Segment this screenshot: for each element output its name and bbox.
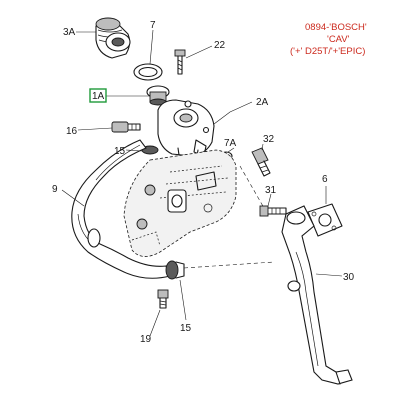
part-30-coolant-pipe (281, 205, 353, 385)
label-32: 32 (263, 134, 275, 145)
part-19-drain-plug (157, 289, 169, 309)
part-16-temp-sender (111, 121, 141, 133)
label-31: 31 (265, 185, 277, 196)
label-6: 6 (322, 174, 328, 185)
part-7-seal-ring (133, 63, 163, 81)
callout-labels: 3A 7 22 1A 2A 16 15 7A 32 9 6 31 30 15 1… (52, 20, 355, 345)
part-15-lower-clip (165, 260, 185, 280)
label-15-lower: 15 (180, 323, 192, 334)
label-7: 7 (150, 20, 156, 31)
note-line-3: ('+' D25T/'+'EPIC) (290, 46, 365, 57)
label-16: 16 (66, 126, 78, 137)
engine-block (123, 149, 237, 257)
model-note: 0894-'BOSCH' 'CAV' ('+' D25T/'+'EPIC) (290, 22, 367, 57)
label-15-upper: 15 (114, 146, 126, 157)
label-1a: 1A (92, 91, 105, 102)
part-3a-hose-connector (95, 17, 131, 59)
leader-lines (61, 29, 343, 337)
note-line-1: 0894-'BOSCH' (305, 22, 367, 33)
label-7a: 7A (224, 138, 237, 149)
label-3a: 3A (63, 27, 76, 38)
label-19: 19 (140, 334, 152, 345)
label-9: 9 (52, 184, 58, 195)
part-22-bolt (174, 49, 186, 75)
note-line-2: 'CAV' (327, 34, 350, 45)
part-1a-thermostat (146, 85, 170, 106)
part-6-gasket (307, 203, 343, 237)
label-2a: 2A (256, 97, 269, 108)
part-31-bolt (259, 205, 287, 217)
label-30: 30 (343, 272, 355, 283)
label-1a-highlight (89, 88, 107, 103)
part-2a-thermostat-housing (157, 99, 215, 163)
part-9-coolant-hose (71, 139, 171, 279)
part-32-sensor (251, 147, 271, 177)
label-22: 22 (214, 40, 226, 51)
